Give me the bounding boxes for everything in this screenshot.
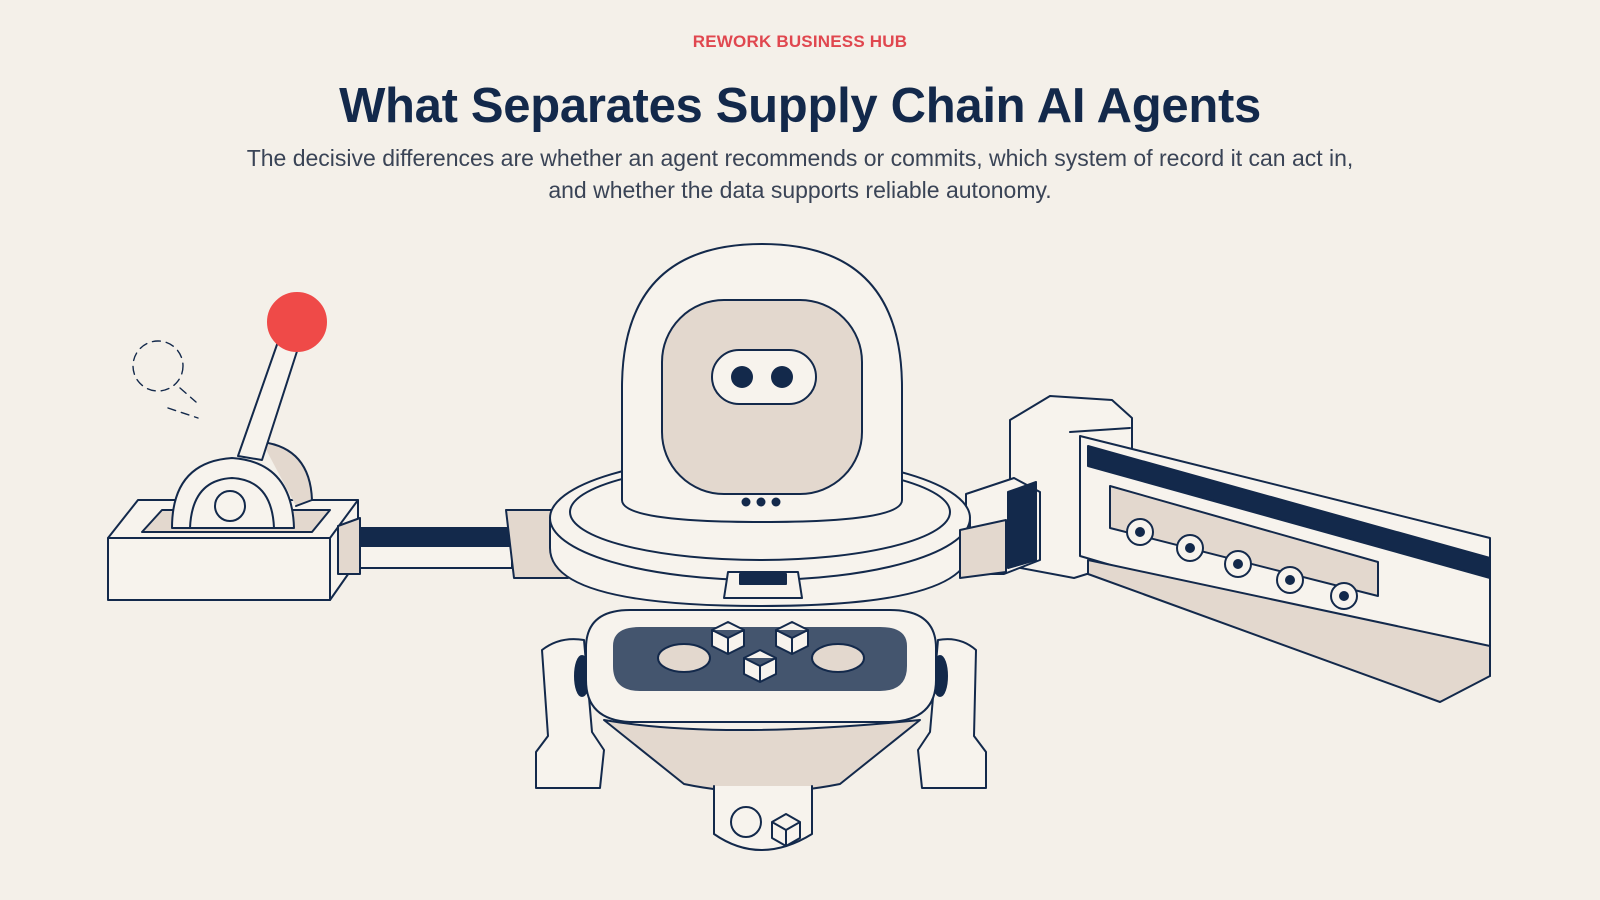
robot-eyes-icon (731, 366, 793, 388)
robot-sorting-hopper (535, 571, 987, 851)
lever-motion-ghost (132, 340, 199, 419)
page-subtitle: The decisive differences are whether an … (246, 145, 1354, 203)
right-rail-conveyor (965, 395, 1491, 703)
lever-knob-icon (267, 292, 327, 352)
supply-chain-robot-illustration (107, 243, 1491, 851)
robot-head (621, 243, 903, 523)
robot-indicator-dots-icon (741, 497, 781, 507)
brand-eyebrow: REWORK BUSINESS HUB (692, 32, 908, 51)
page-title: What Separates Supply Chain AI Agents (339, 79, 1261, 133)
left-arm (337, 509, 569, 579)
lever-console (107, 335, 359, 601)
